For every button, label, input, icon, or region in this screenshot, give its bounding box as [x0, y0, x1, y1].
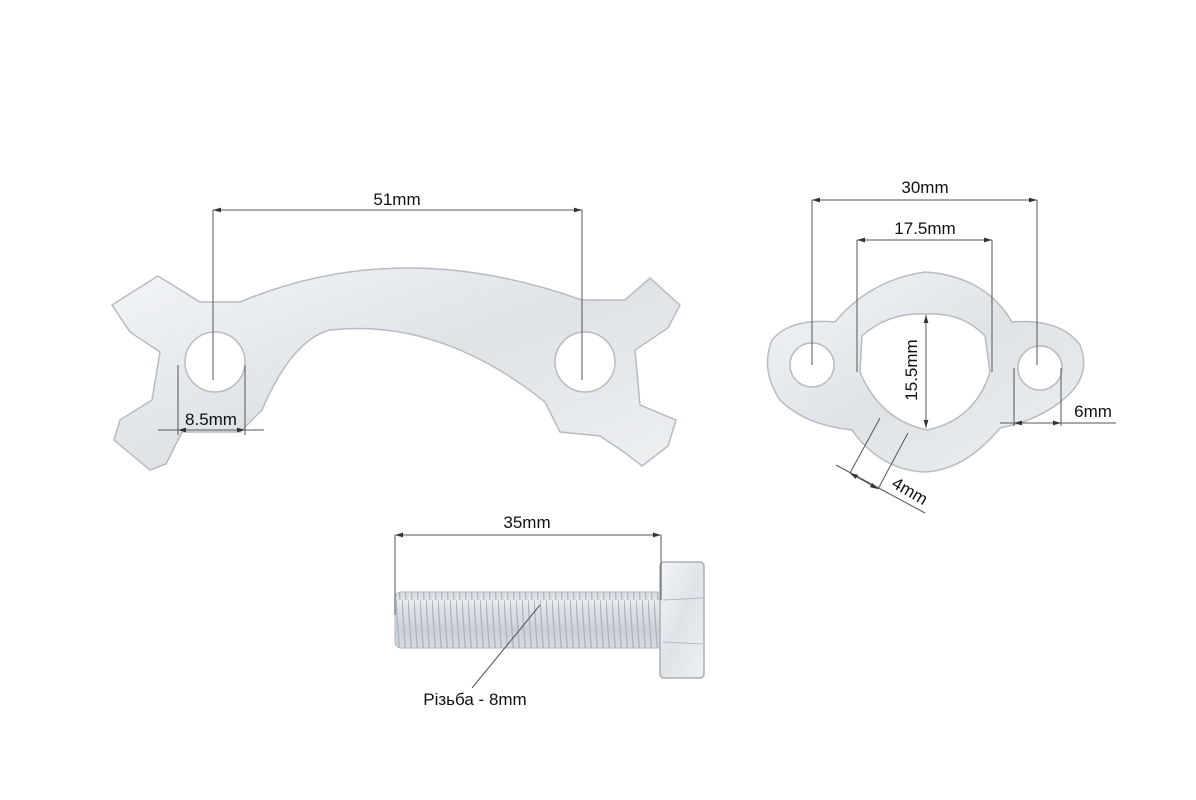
label-thread: Різьба - 8mm — [423, 690, 526, 709]
label-outer-spacing: 30mm — [901, 178, 948, 197]
tab-washer — [110, 267, 681, 471]
label-ring-width: 4mm — [889, 474, 931, 509]
tab-washer-hole-left — [184, 331, 246, 393]
dimension-15-5mm: 15.5mm — [902, 315, 929, 428]
dimension-35mm: 35mm — [394, 513, 662, 615]
dimension-51mm: 51mm — [212, 190, 583, 380]
label-mount-hole: 6mm — [1074, 402, 1112, 421]
tab-washer-hole-right — [554, 331, 616, 393]
bolt — [394, 561, 705, 679]
bolt-head-edge — [662, 597, 704, 601]
dimension-30mm: 30mm — [811, 178, 1038, 365]
bolt-head — [659, 561, 705, 679]
bolt-head-edge — [662, 641, 704, 645]
label-inner-width: 17.5mm — [894, 219, 955, 238]
dimension-17-5mm: 17.5mm — [856, 219, 993, 372]
dimension-6mm: 6mm — [1000, 368, 1116, 426]
label-hole-diameter: 8.5mm — [185, 410, 237, 429]
label-hole-spacing: 51mm — [373, 190, 420, 209]
lock-washer-hole-right — [1017, 345, 1063, 391]
label-bolt-length: 35mm — [503, 513, 550, 532]
tab-washer-body — [110, 267, 681, 471]
label-inner-height: 15.5mm — [902, 339, 921, 400]
bolt-thread — [394, 591, 664, 649]
dimension-8-5mm: 8.5mm — [158, 365, 264, 435]
thread-callout: Різьба - 8mm — [423, 604, 541, 709]
